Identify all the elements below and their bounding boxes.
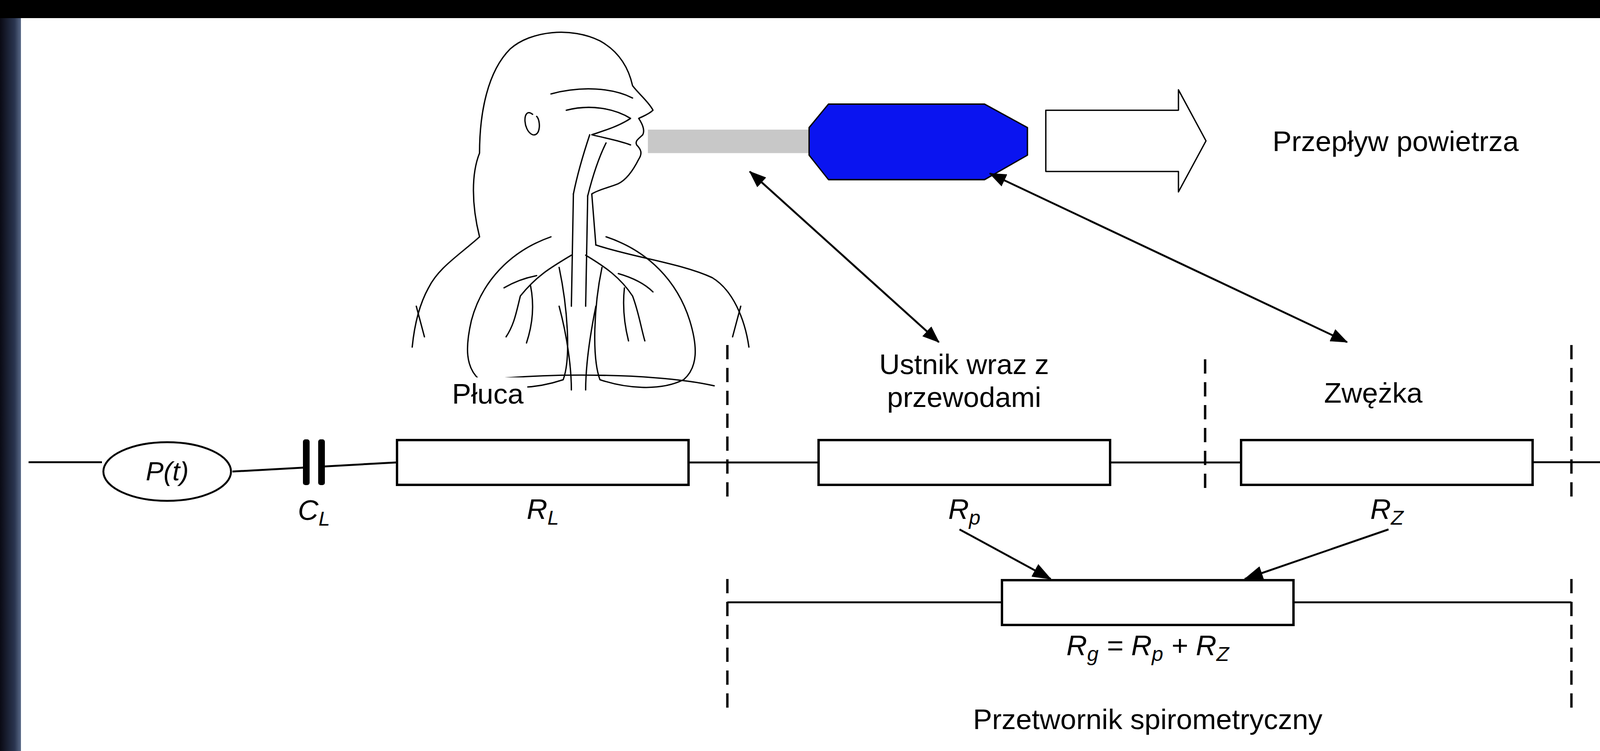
component-label: CL [297,493,330,527]
resistor-symbol: RZ [1239,438,1534,486]
pointer-arrow [959,529,1051,579]
frame-strip [0,0,1600,19]
resistance-label: RZ [1370,492,1404,526]
resistor-symbol: Rg = Rp + RZPrzetwornik spirometryczny [1000,578,1295,626]
caption-label: Przetwornik spirometryczny [973,702,1323,736]
source-label: P(t) [145,455,189,487]
flow-label: Przepływ powietrza [1272,124,1520,158]
resistance-label: RL [526,492,559,526]
section-dividers [727,344,1572,708]
source-ellipse: P(t) [101,440,233,503]
resistance-label: Rp [948,492,981,526]
part-label: Ustnik wraz z przewodami [859,347,1069,414]
circuit-wire [1111,461,1240,464]
circuit-wire [689,461,818,464]
frame-strip [0,0,21,751]
resistor-symbol: RL [395,438,690,486]
person-illustration [412,32,1206,391]
pointer-arrow [1244,529,1389,579]
resistor-symbol: Rp [817,438,1112,486]
leader-arrows [749,171,1348,343]
resistance-label: Rg = Rp + RZ [1066,628,1229,662]
capacitor-symbol [302,438,325,486]
part-label: Zwężka [1324,376,1423,410]
part-label: Płuca [448,377,528,411]
